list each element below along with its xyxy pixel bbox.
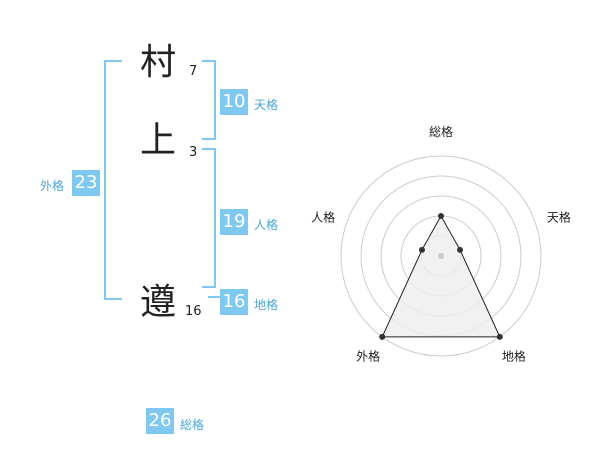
name-char-2-strokes: 3	[189, 145, 198, 160]
name-char-2: 上	[140, 120, 177, 161]
radar-axis-label: 地格	[502, 348, 526, 363]
chikaku-label: 地格	[254, 298, 279, 312]
gaikaku-bracket	[104, 60, 122, 300]
name-char-1-strokes: 7	[189, 64, 198, 79]
radar-center-dot	[438, 253, 444, 259]
radar-point-2	[496, 333, 503, 340]
radar-point-0	[438, 213, 444, 219]
jinkaku-value: 19	[220, 209, 248, 235]
name-char-3-strokes: 16	[185, 304, 202, 319]
radar-axis-label: 天格	[547, 210, 571, 225]
soukaku-label: 総格	[180, 418, 205, 432]
name-char-1: 村	[140, 42, 177, 83]
radar-grid-ring	[340, 155, 542, 357]
chikaku-value: 16	[220, 289, 248, 315]
tenkaku-label: 天格	[254, 98, 279, 112]
soukaku-value: 26	[146, 408, 174, 434]
radar-axis-label: 人格	[311, 210, 335, 225]
radar-point-1	[457, 246, 464, 253]
radar-point-3	[379, 333, 386, 340]
name-char-3: 遵	[140, 282, 177, 323]
radar-point-4	[418, 246, 425, 253]
radar-axis-label: 外格	[356, 348, 380, 363]
tenkaku-value: 10	[220, 89, 248, 115]
chikaku-connector	[208, 296, 220, 298]
gaikaku-value: 23	[72, 170, 100, 196]
jinkaku-label: 人格	[254, 218, 279, 232]
radar-axis-label: 総格	[429, 124, 453, 139]
tenkaku-bracket	[202, 60, 216, 140]
jinkaku-bracket	[202, 148, 216, 288]
radar-data-polygon	[381, 214, 501, 338]
gaikaku-label: 外格	[40, 179, 65, 193]
